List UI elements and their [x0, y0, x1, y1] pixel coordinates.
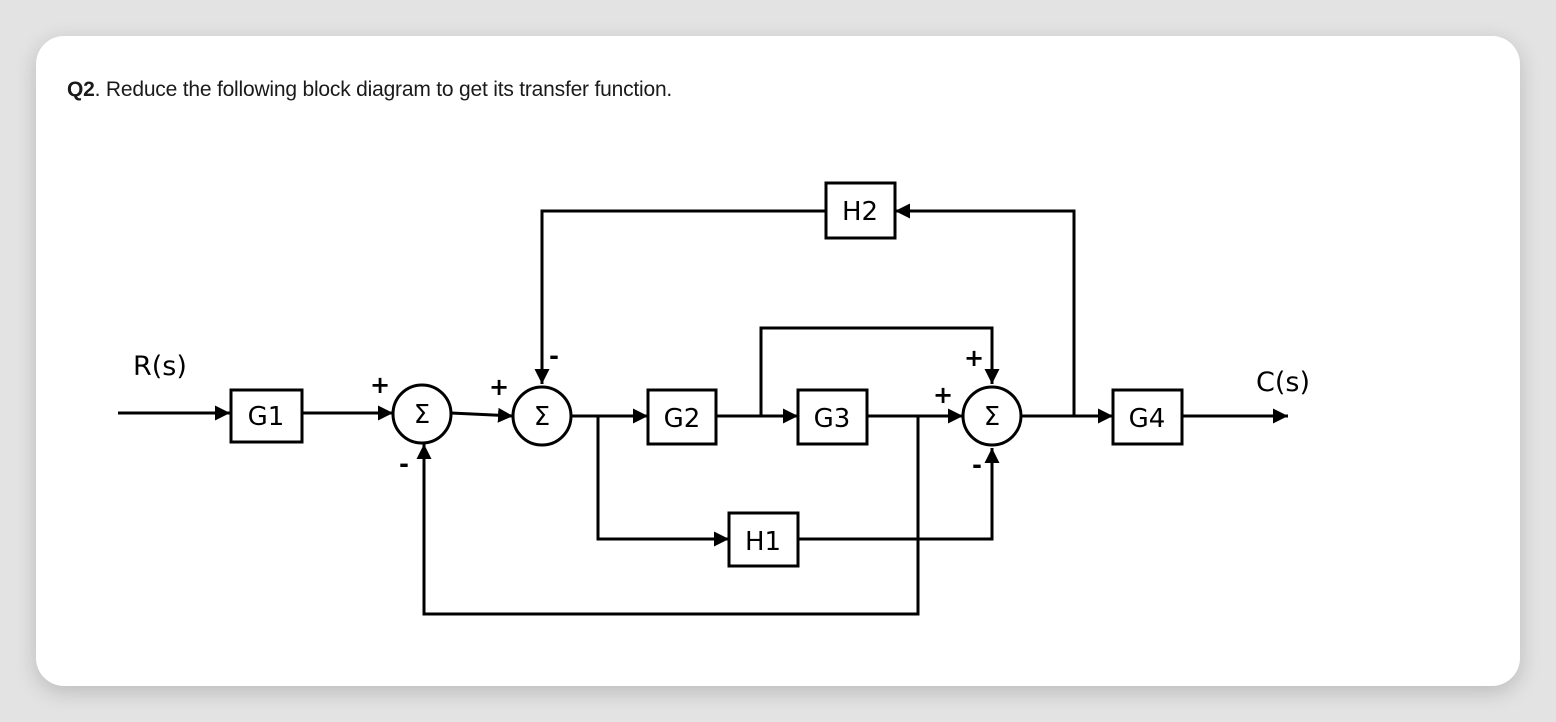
- summing-junction-2: Σ: [511, 385, 573, 447]
- question-number: Q2: [67, 78, 95, 101]
- block-h2: H2: [824, 181, 897, 240]
- input-label: R(s): [133, 351, 187, 382]
- output-label: C(s): [1256, 367, 1310, 398]
- sign-s2-top: -: [549, 342, 559, 370]
- wire-h1-s3: [798, 448, 1000, 541]
- summing-junction-3-symbol: Σ: [984, 402, 1000, 432]
- summing-junction-2-symbol: Σ: [534, 402, 550, 432]
- summing-junction-3: Σ: [961, 385, 1023, 447]
- wire-s2-h1: [596, 416, 729, 547]
- block-g1-label: G1: [248, 402, 285, 432]
- sign-s2-left: +: [489, 373, 509, 401]
- block-h2-label: H2: [842, 197, 878, 227]
- question-prompt: . Reduce the following block diagram to …: [94, 78, 673, 101]
- block-g4: G4: [1111, 388, 1184, 446]
- block-g3: G3: [796, 388, 869, 446]
- block-g4-label: G4: [1129, 404, 1166, 434]
- summing-junction-1-symbol: Σ: [414, 400, 430, 430]
- wire-s1-s2: [450, 407, 514, 423]
- block-h1: H1: [727, 511, 800, 568]
- question-card: Q2. Reduce the following block diagram t…: [36, 36, 1520, 686]
- wire-h2-s2: [534, 209, 826, 384]
- block-g2-label: G2: [664, 404, 701, 434]
- sign-s3-left: +: [933, 381, 953, 409]
- block-g3-label: G3: [814, 404, 851, 434]
- signal-wires: [118, 203, 1288, 616]
- wire-output-h2: [895, 203, 1076, 416]
- block-g2: G2: [646, 388, 718, 446]
- sign-s3-top: +: [964, 344, 984, 372]
- wire-bypass-g3: [759, 326, 1000, 416]
- sign-s1-left: +: [370, 371, 390, 399]
- sign-s1-bottom: -: [399, 450, 409, 478]
- question-text: Q2. Reduce the following block diagram t…: [67, 78, 672, 102]
- summing-junction-1: Σ: [391, 383, 453, 445]
- wire-g3-s1: [416, 416, 920, 616]
- sign-s3-bottom: -: [972, 451, 982, 479]
- block-g1: G1: [229, 388, 304, 444]
- block-h1-label: H1: [745, 527, 781, 557]
